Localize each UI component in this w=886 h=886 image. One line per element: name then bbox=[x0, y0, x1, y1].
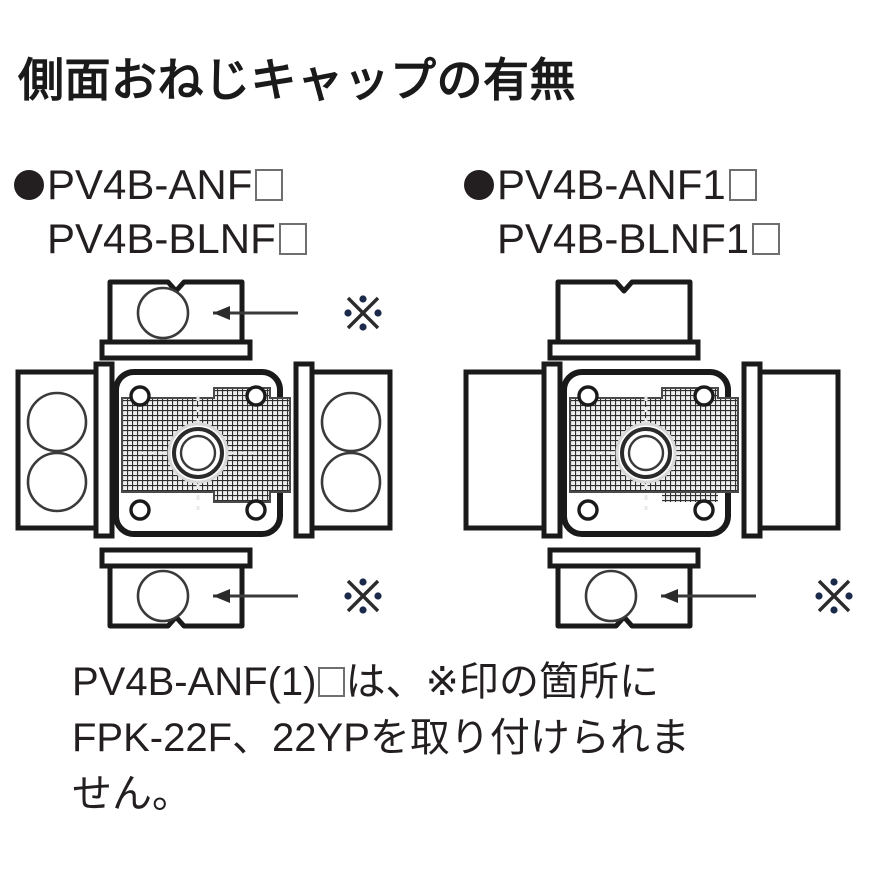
empty-square-placeholder-icon bbox=[752, 223, 781, 255]
top-view-flange bbox=[547, 339, 701, 361]
side-view-flange bbox=[93, 361, 115, 539]
side-view-body bbox=[463, 369, 547, 531]
top-view-knockout-hole bbox=[136, 286, 190, 340]
callout-bottom-left bbox=[213, 578, 382, 614]
bottom-view-knockout-hole bbox=[136, 569, 190, 623]
callout-top-left bbox=[213, 295, 382, 331]
kome-reference-mark-icon bbox=[815, 578, 853, 614]
view-side-right-right bbox=[741, 361, 841, 539]
view-side-left-right bbox=[463, 361, 563, 539]
leader-arrow-head bbox=[661, 589, 678, 603]
model-name: PV4B-BLNF bbox=[47, 215, 276, 262]
footer-note-line-2: FPK-22F、22YPを取り付けられま bbox=[72, 716, 690, 760]
lid-plate-outline bbox=[121, 387, 291, 503]
corner-screw-hole bbox=[577, 385, 599, 407]
model-name: PV4B-BLNF1 bbox=[497, 215, 750, 262]
view-top-left bbox=[99, 279, 253, 361]
side-view-flange bbox=[541, 361, 563, 539]
view-top-right bbox=[547, 279, 701, 361]
center-boss-bore bbox=[179, 434, 217, 472]
footer-note-model: PV4B-ANF(1) bbox=[72, 660, 317, 704]
empty-square-placeholder-icon bbox=[255, 169, 284, 201]
figure-right bbox=[456, 272, 876, 632]
model-name: PV4B-ANF bbox=[47, 161, 253, 208]
filled-circle-icon bbox=[14, 170, 44, 200]
empty-square-placeholder-icon bbox=[317, 667, 345, 697]
kome-reference-mark-icon bbox=[344, 578, 382, 614]
leader-arrow-head bbox=[213, 306, 230, 320]
center-boss-bore bbox=[627, 434, 665, 472]
view-side-right-left bbox=[293, 361, 393, 539]
footer-note-text: は、※印の箇所に bbox=[345, 660, 660, 704]
view-side-left-left bbox=[15, 361, 115, 539]
corner-screw-hole bbox=[693, 385, 715, 407]
footer-note: PV4B-ANF(1) は、※印の箇所に FPK-22F、22YPを取り付けられま… bbox=[72, 654, 872, 822]
center-box-left bbox=[113, 369, 291, 537]
side-view-knockout-hole bbox=[320, 391, 382, 453]
side-view-body bbox=[757, 369, 841, 531]
corner-screw-hole bbox=[245, 385, 267, 407]
leader-arrow-head bbox=[213, 589, 230, 603]
side-view-knockout-hole bbox=[320, 451, 382, 513]
model-label-row: PV4B-ANF1 bbox=[464, 158, 780, 212]
top-view-flange bbox=[99, 339, 253, 361]
corner-screw-hole bbox=[129, 499, 151, 521]
bottom-view-knockout-hole bbox=[584, 569, 638, 623]
model-label-row: PV4B-BLNF bbox=[14, 212, 307, 266]
empty-square-placeholder-icon bbox=[728, 169, 757, 201]
empty-square-placeholder-icon bbox=[278, 223, 307, 255]
side-view-knockout-hole bbox=[26, 391, 88, 453]
side-view-knockout-hole bbox=[26, 451, 88, 513]
kome-reference-mark-icon bbox=[344, 295, 382, 331]
corner-screw-hole bbox=[129, 385, 151, 407]
corner-screw-hole bbox=[693, 499, 715, 521]
model-label-row: PV4B-ANF bbox=[14, 158, 307, 212]
view-bottom-right bbox=[547, 547, 701, 629]
figure-left bbox=[8, 272, 428, 632]
lid-plate-outline bbox=[569, 387, 739, 493]
model-label-group-left: PV4B-ANF PV4B-BLNF bbox=[14, 158, 307, 266]
footer-note-line-1: PV4B-ANF(1) は、※印の箇所に bbox=[72, 654, 872, 710]
callout-bottom-right bbox=[661, 578, 853, 614]
page-title: 側面おねじキャップの有無 bbox=[18, 54, 576, 106]
filled-circle-icon bbox=[464, 170, 494, 200]
corner-screw-hole bbox=[577, 499, 599, 521]
model-label-group-right: PV4B-ANF1 PV4B-BLNF1 bbox=[464, 158, 781, 266]
model-name: PV4B-ANF1 bbox=[497, 161, 726, 208]
model-label-row: PV4B-BLNF1 bbox=[464, 212, 781, 266]
footer-note-line-3: せん。 bbox=[72, 772, 192, 816]
corner-screw-hole bbox=[245, 499, 267, 521]
top-view-body bbox=[555, 279, 693, 345]
center-box-right bbox=[561, 369, 739, 537]
view-bottom-left bbox=[99, 547, 253, 629]
